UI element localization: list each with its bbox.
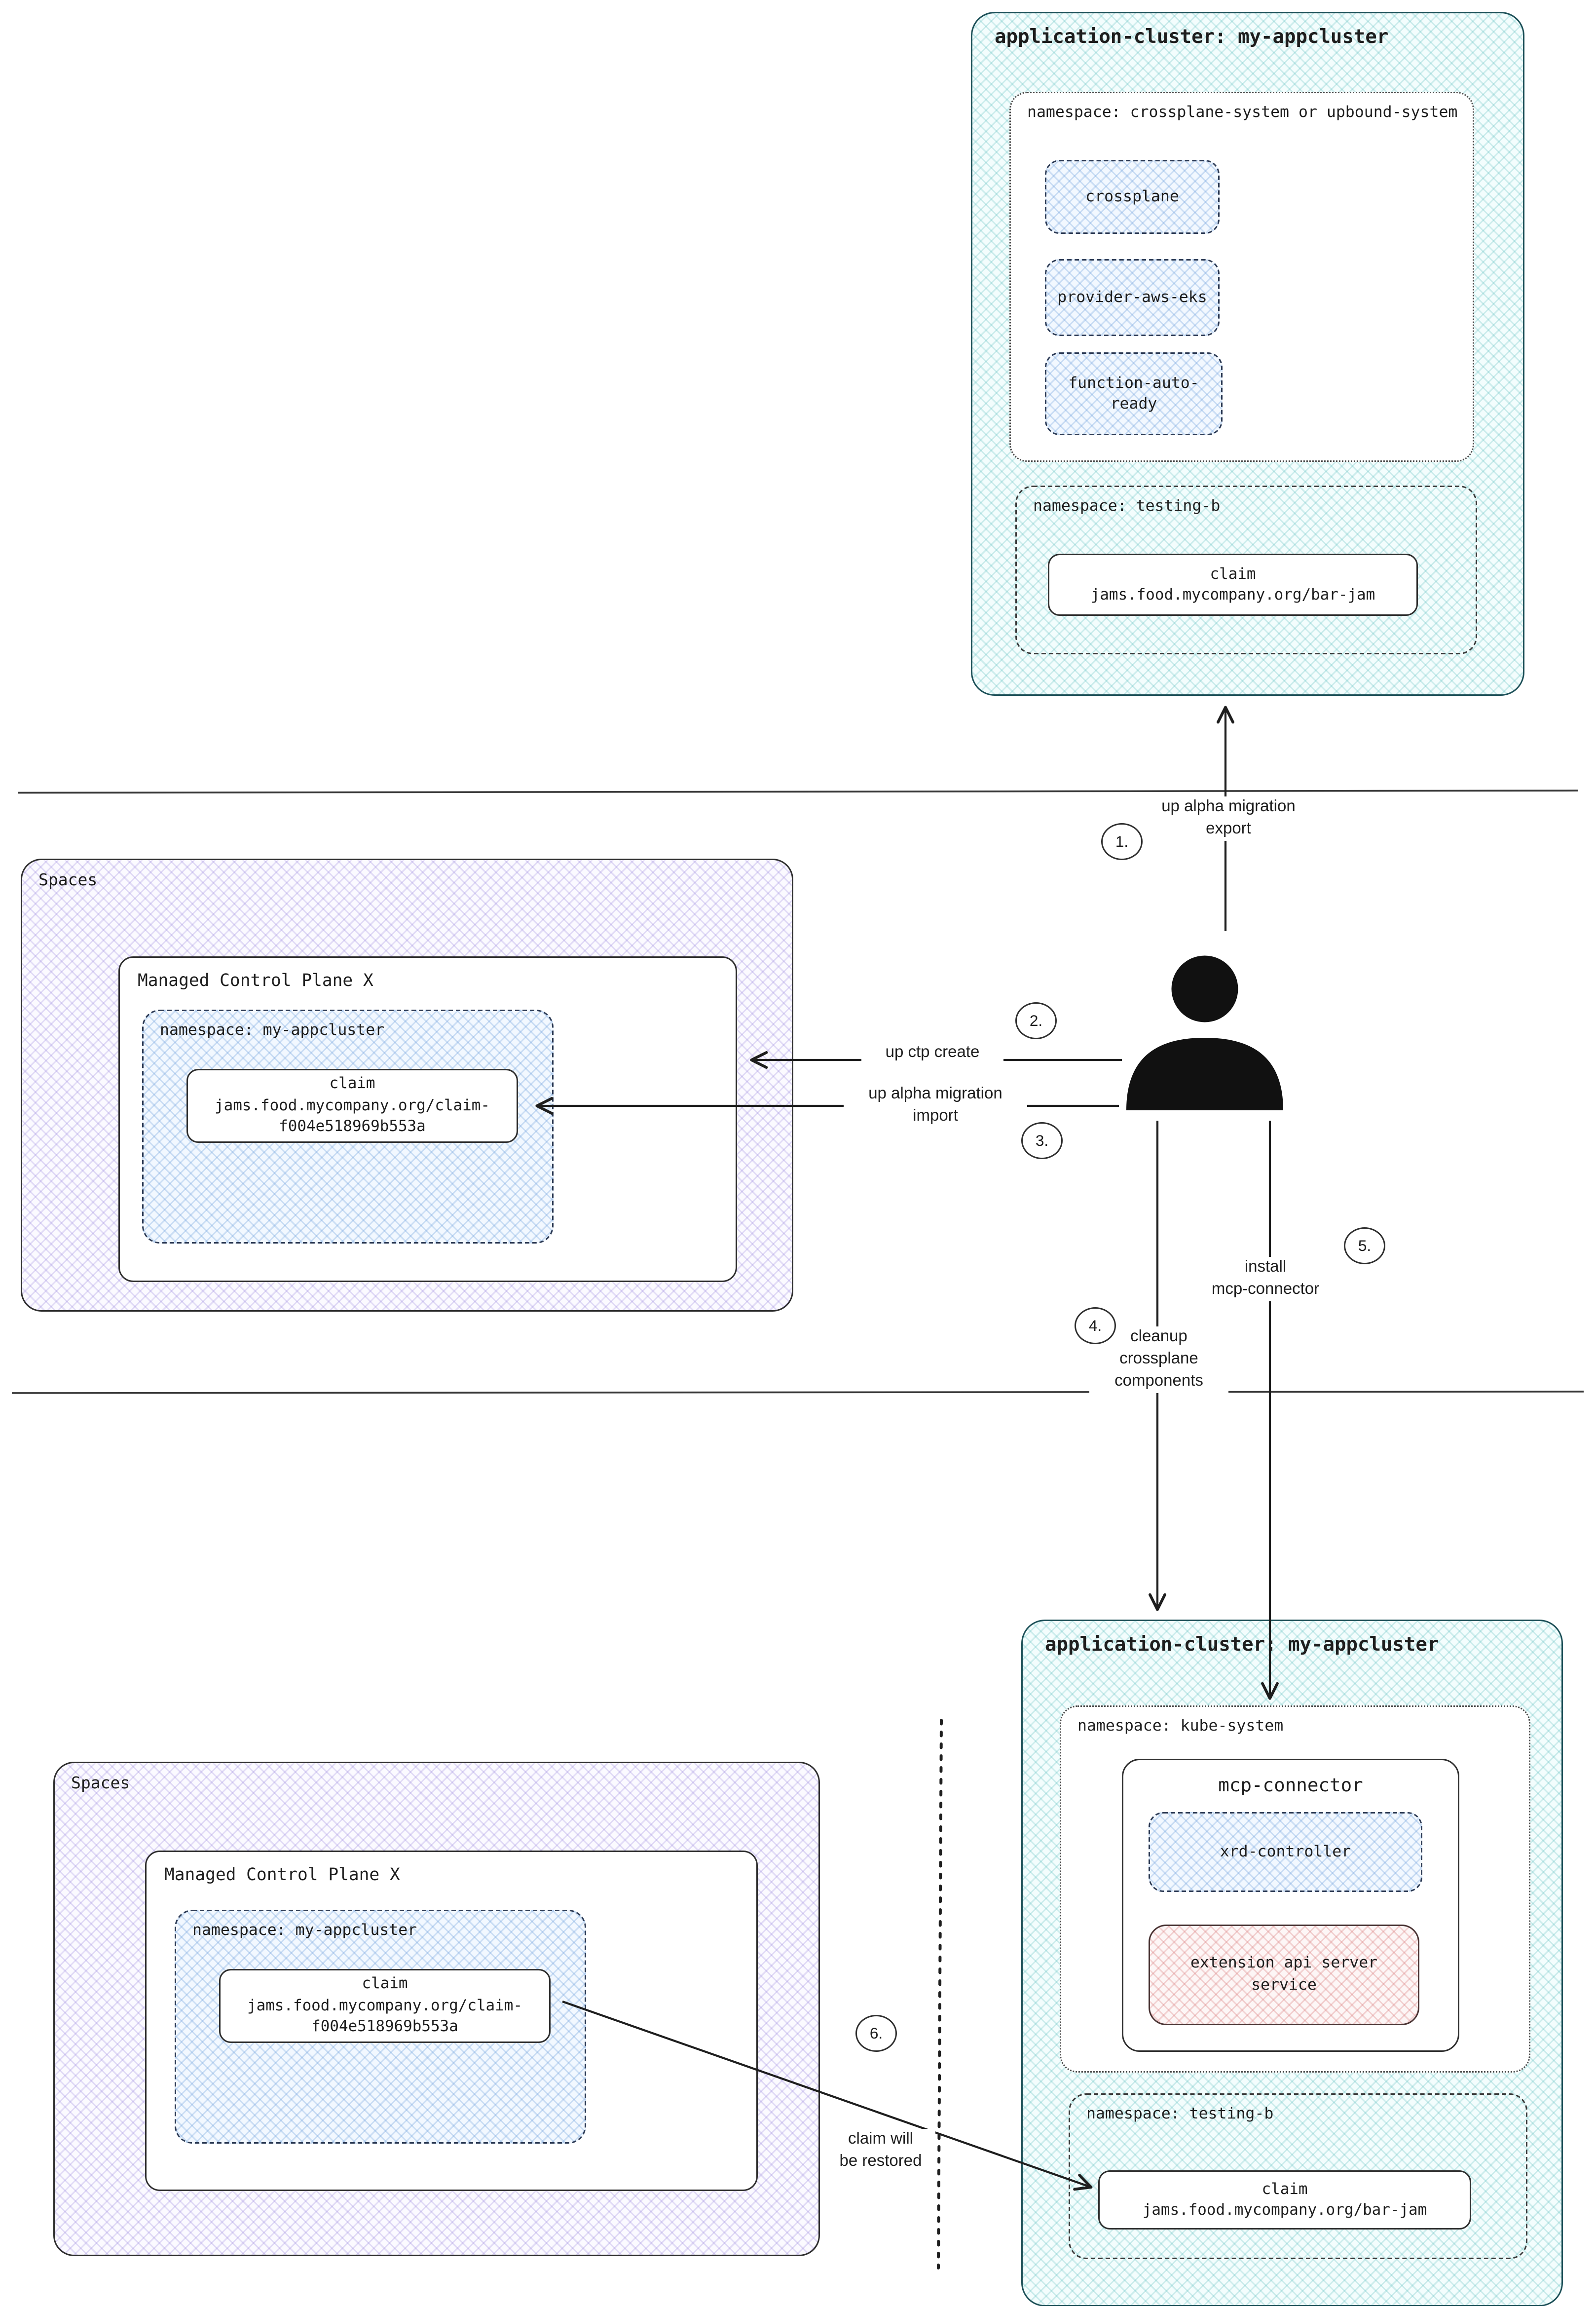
claim-title: claim xyxy=(329,1075,375,1094)
separator-line-bottom xyxy=(12,1391,1584,1394)
step2-badge: 2. xyxy=(1015,1002,1057,1039)
step6-badge: 6. xyxy=(855,2015,897,2052)
claim-name: jams.food.mycompany.org/claim- f004e5189… xyxy=(215,1096,490,1136)
namespace-testing-b-top-box: namespace: testing-b xyxy=(1015,486,1477,654)
claim-bar-jam-bottom-box: claim jams.food.mycompany.org/bar-jam xyxy=(1098,2170,1471,2230)
spaces-bottom-title: Spaces xyxy=(71,1774,130,1793)
step5-label: install mcp-connector xyxy=(1184,1257,1347,1301)
function-auto-ready-component-label: function-auto- ready xyxy=(1068,374,1199,413)
mcp-connector-title: mcp-connector xyxy=(1218,1774,1363,1796)
extension-api-server-service-box: extension api server service xyxy=(1149,1925,1419,2025)
namespace-testing-b-top-label: namespace: testing-b xyxy=(1033,497,1221,515)
managed-control-plane-bottom-title: Managed Control Plane X xyxy=(164,1864,400,1885)
step1-label: up alpha migration export xyxy=(1134,796,1323,841)
crossplane-component-label: crossplane xyxy=(1085,188,1179,206)
claim-name: jams.food.mycompany.org/claim- f004e5189… xyxy=(247,1997,522,2036)
claim-f004-bottom-box: claim jams.food.mycompany.org/claim- f00… xyxy=(219,1969,551,2043)
claim-name: jams.food.mycompany.org/bar-jam xyxy=(1090,586,1375,604)
person-icon xyxy=(1126,955,1283,1110)
step3-label: up alpha migration import xyxy=(844,1084,1027,1128)
claim-name: jams.food.mycompany.org/bar-jam xyxy=(1142,2201,1427,2219)
namespace-my-appcluster-bottom-label: namespace: my-appcluster xyxy=(192,1922,417,1939)
claim-title: claim xyxy=(362,1975,408,1994)
namespace-testing-b-bottom-label: namespace: testing-b xyxy=(1086,2105,1274,2123)
xrd-controller-box: xrd-controller xyxy=(1149,1812,1422,1892)
provider-aws-eks-component-box: provider-aws-eks xyxy=(1045,259,1220,336)
step3-badge: 3. xyxy=(1021,1122,1063,1159)
spaces-mid-title: Spaces xyxy=(38,870,98,890)
provider-aws-eks-component-label: provider-aws-eks xyxy=(1057,288,1207,306)
namespace-kube-system-label: namespace: kube-system xyxy=(1077,1717,1284,1735)
claim-title: claim xyxy=(1262,2180,1308,2198)
managed-control-plane-mid-title: Managed Control Plane X xyxy=(138,970,373,990)
dotted-divider-line xyxy=(936,1718,943,2269)
step5-badge: 5. xyxy=(1344,1227,1385,1264)
bottom-application-cluster-title: application-cluster: my-appcluster xyxy=(1045,1634,1439,1657)
step4-label: cleanup crossplane components xyxy=(1089,1326,1228,1393)
function-auto-ready-component-box: function-auto- ready xyxy=(1045,352,1223,435)
step1-badge: 1. xyxy=(1101,823,1143,860)
top-application-cluster-title: application-cluster: my-appcluster xyxy=(995,27,1389,49)
namespace-my-appcluster-mid-label: namespace: my-appcluster xyxy=(160,1021,385,1039)
claim-f004-mid-box: claim jams.food.mycompany.org/claim- f00… xyxy=(186,1069,518,1143)
claim-bar-jam-top-box: claim jams.food.mycompany.org/bar-jam xyxy=(1048,554,1418,616)
crossplane-component-box: crossplane xyxy=(1045,160,1220,234)
claim-title: claim xyxy=(1210,565,1256,583)
namespace-crossplane-system-label: namespace: crossplane-system or upbound-… xyxy=(1027,104,1458,121)
namespace-testing-b-bottom-box: namespace: testing-b xyxy=(1069,2093,1527,2259)
step6-label: claim will be restored xyxy=(826,2129,935,2173)
step4-badge: 4. xyxy=(1075,1307,1116,1344)
xrd-controller-label: xrd-controller xyxy=(1220,1843,1351,1861)
extension-api-server-service-label: extension api server service xyxy=(1190,1954,1378,1994)
step2-label: up ctp create xyxy=(861,1042,1003,1064)
separator-line-top xyxy=(18,790,1578,794)
